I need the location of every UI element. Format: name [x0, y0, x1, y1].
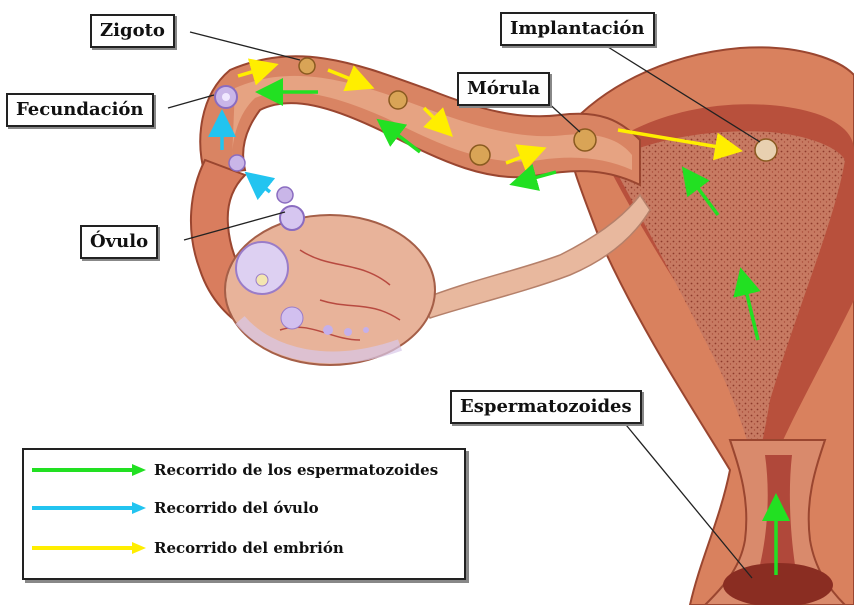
legend-text-ovum: Recorrido del óvulo: [154, 499, 319, 517]
legend: Recorrido de los espermatozoides Recorri…: [22, 448, 466, 580]
yellow-arrow-icon: [30, 541, 148, 555]
blue-arrow-icon: [30, 501, 148, 515]
ovum-stage-2: [229, 155, 245, 171]
label-fecundacion: Fecundación: [6, 93, 154, 127]
zygote: [299, 58, 315, 74]
ovum-in-follicle: [256, 274, 268, 286]
fertilization-nucleus: [222, 93, 230, 101]
embryo-4-cell: [470, 145, 490, 165]
follicle-tiny-2: [344, 328, 352, 336]
follicle-small: [281, 307, 303, 329]
legend-item-sperm: Recorrido de los espermatozoides: [30, 458, 438, 482]
ovum-stage-1: [277, 187, 293, 203]
follicle-tiny-3: [363, 327, 369, 333]
follicle-tiny-1: [323, 325, 333, 335]
released-ovum: [280, 206, 304, 230]
label-zigoto: Zigoto: [90, 14, 175, 48]
embryo-2-cell: [389, 91, 407, 109]
legend-text-sperm: Recorrido de los espermatozoides: [154, 461, 438, 479]
legend-text-embryo: Recorrido del embrión: [154, 539, 344, 557]
green-arrow-icon: [30, 463, 148, 477]
legend-item-embryo: Recorrido del embrión: [30, 536, 344, 560]
label-implantacion: Implantación: [500, 12, 655, 46]
label-espermatozoides: Espermatozoides: [450, 390, 642, 424]
vaginal-opening: [723, 563, 833, 605]
implanted-blastocyst: [755, 139, 777, 161]
label-ovulo: Óvulo: [80, 225, 158, 259]
legend-item-ovum: Recorrido del óvulo: [30, 496, 319, 520]
morula-cell: [574, 129, 596, 151]
label-morula: Mórula: [457, 72, 550, 106]
